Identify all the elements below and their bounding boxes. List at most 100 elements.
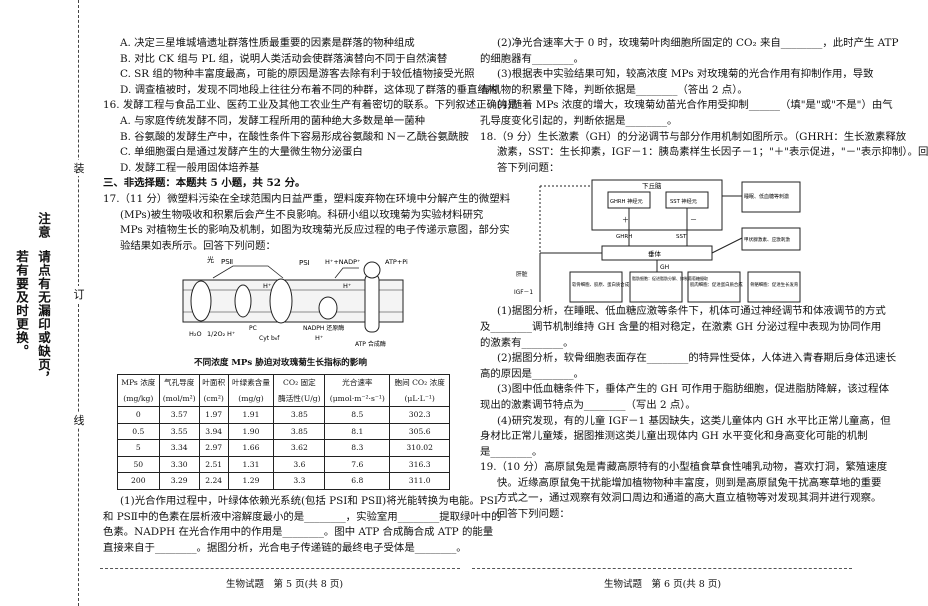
cut-line bbox=[78, 0, 79, 606]
th-conc: MPs 浓度(mg/kg) bbox=[117, 373, 160, 408]
q17-sub2-line2: 的细胞器有________。 bbox=[480, 52, 584, 65]
cut-mark-xian: 线 bbox=[72, 412, 86, 428]
q18-sub4-line3: 是________。 bbox=[480, 445, 543, 458]
footer-rule-right bbox=[472, 568, 852, 569]
mps-table: MPs 浓度(mg/kg) 气孔导度(mol/m²) 叶面积(cm²) 叶绿素含… bbox=[117, 373, 450, 491]
q15-option-a: A. 决定三星堆城墙遗址群落性质最重要的因素是群落的物种组成 bbox=[120, 37, 415, 49]
table-cell: 305.6 bbox=[389, 422, 450, 441]
table-cell: 0.5 bbox=[117, 422, 160, 441]
label-gh: GH bbox=[660, 264, 669, 271]
table-cell: 1.91 bbox=[227, 406, 275, 424]
table-cell: 3.85 bbox=[273, 406, 326, 424]
q15-option-d: D. 调查植被时，发现不同地段上往往分布着不同的种群，这体现了群落的垂直结构 bbox=[120, 83, 499, 96]
th-intercellular-co2-b: (μL·L⁻¹) bbox=[404, 393, 435, 403]
label-cyt: Cyt b₆f bbox=[259, 335, 280, 342]
table-cell: 2.51 bbox=[198, 455, 229, 474]
label-plus: ＋ bbox=[622, 216, 629, 224]
gh-regulation-diagram: 下丘脑 GHRH 神经元 SST 神经元 GHRH SST 垂体 GH 睡眠、低… bbox=[514, 179, 801, 303]
q17-sub1-line3: 色素。NADPH 在光合作用中的作用是________。图中 ATP 合成酶合成… bbox=[103, 526, 494, 539]
table-cell: 311.0 bbox=[389, 472, 450, 491]
label-box3: 肌肉细胞：促进蛋白质合成 bbox=[690, 281, 743, 288]
q16-option-d: D. 发酵工程一般用固体培养基 bbox=[120, 161, 260, 174]
label-box4: 骨骼细胞：促进生长发育 bbox=[750, 281, 799, 288]
th-leaf-area-b: (cm²) bbox=[203, 393, 224, 403]
left-column: A. 决定三星堆城墙遗址群落性质最重要的因素是群落的物种组成 B. 对比 CK … bbox=[103, 36, 518, 556]
q18-sub1-line2: 及________调节机制维持 GH 含量的相对稳定，在激素 GH 分泌过程中表… bbox=[480, 320, 882, 333]
q17-sub1-line4: 直接来自于________。据图分析，光合电子传递链的最终电子受体是______… bbox=[103, 541, 467, 554]
label-box1: 软骨细胞、胶原、蛋白质合成 bbox=[572, 281, 630, 288]
table-cell: 302.3 bbox=[389, 406, 450, 424]
q19-stem-2: 快。近缘高原鼠兔干扰能增加植物物种丰富度，则到是高原鼠兔干扰高寒草地的重要 bbox=[497, 476, 882, 489]
label-sst: SST bbox=[676, 234, 687, 240]
label-box2: 脂肪细胞：促进脂肪分解、抑制葡萄糖摄取 bbox=[632, 275, 708, 281]
table-cell: 3.34 bbox=[158, 439, 200, 457]
table-cell: 3.30 bbox=[158, 455, 200, 474]
label-hypothalamus: 下丘脑 bbox=[642, 181, 662, 190]
q18-stem-2: 激素，SST：生长抑素，IGF－1：胰岛素样生长因子－1；"＋"表示促进，"－"… bbox=[497, 146, 928, 159]
label-nadph-reductase: NADPH 还原酶 bbox=[303, 324, 344, 332]
label-h-1: H⁺ bbox=[263, 282, 271, 290]
table-cell: 3.57 bbox=[158, 406, 200, 424]
table-cell: 316.3 bbox=[389, 455, 450, 474]
label-water: H₂O bbox=[189, 330, 202, 338]
table-cell: 3.55 bbox=[158, 422, 200, 441]
th-conc-b: (mg/kg) bbox=[123, 393, 154, 403]
q18-sub1-line3: 的激素有________。 bbox=[480, 336, 574, 349]
binding-notice-line3: 若有要及时更换。 bbox=[14, 250, 29, 358]
q17-sub4-line1: (4)随着 MPs 浓度的增大，玫瑰菊幼苗光合作用受抑制______（填"是"或… bbox=[497, 99, 893, 112]
label-h-2: H⁺ bbox=[343, 282, 351, 290]
binding-notice-line1: 注意 bbox=[36, 212, 51, 239]
th-chlorophyll-a: 叶绿素含量 bbox=[232, 377, 270, 387]
table-cell: 8.3 bbox=[324, 439, 391, 457]
exam-page: 注意 请点有无漏印或缺页， 若有要及时更换。 装 订 线 A. 决定三星堆城墙遗… bbox=[14, 0, 928, 606]
q19-stem-4: 回答下列问题： bbox=[497, 508, 570, 521]
electron-transport-diagram: PSⅡ PSⅠ 光 H⁺+NADP⁺ ATP+Pi H⁺ H⁺ H₂O 1/2O… bbox=[182, 255, 408, 348]
q18-sub1-line1: (1)据图分析，在睡眠、低血糖应激等条件下，机体可通过神经调节和体液调节的方式 bbox=[497, 305, 886, 318]
th-photo-rate-b: (μmol·m⁻²·s⁻¹) bbox=[329, 393, 385, 403]
footer-left: 生物试题 第 5 页(共 8 页) bbox=[226, 579, 344, 590]
label-psi: PSⅠ bbox=[299, 259, 310, 267]
q18-stem-1: 18.（9 分）生长激素（GH）的分泌调节与部分作用机制如图所示。（GHRH：生… bbox=[480, 130, 907, 143]
table-cell: 6.8 bbox=[324, 472, 391, 491]
label-atp: ATP+Pi bbox=[385, 258, 408, 266]
table-cell: 7.6 bbox=[324, 455, 391, 474]
table-cell: 50 bbox=[117, 455, 160, 474]
label-h-3: H⁺ bbox=[227, 330, 235, 338]
th-chlorophyll-b: (mg/g) bbox=[238, 393, 264, 403]
section-heading: 三、非选择题：本题共 5 小题，共 52 分。 bbox=[103, 177, 306, 190]
table-caption: 不同浓度 MPs 胁迫对玫瑰菊生长指标的影响 bbox=[194, 358, 367, 369]
label-atp-synthase: ATP 合成酶 bbox=[355, 340, 386, 348]
q19-stem-1: 19.（10 分）高原鼠兔是青藏高原特有的小型植食草食性哺乳动物，喜欢打洞，繁殖… bbox=[480, 461, 888, 474]
cut-mark-zhuang: 装 bbox=[72, 160, 86, 176]
label-sst-neuron: SST 神经元 bbox=[670, 197, 697, 205]
table-cell: 310.02 bbox=[389, 439, 450, 457]
q18-sub2-line1: (2)据图分析，软骨细胞表面存在________的特异性受体，人体进入青春期后身… bbox=[497, 352, 897, 365]
table-cell: 3.62 bbox=[273, 439, 326, 457]
th-stomata: 气孔导度(mol/m²) bbox=[158, 373, 200, 408]
q18-sub4-line1: (4)研究发现，有的儿童 IGF－1 基因缺失，这类儿童体内 GH 水平比正常儿… bbox=[497, 414, 891, 427]
label-h-4: H⁺ bbox=[315, 334, 323, 342]
label-pc: PC bbox=[249, 325, 257, 332]
table-cell: 3.6 bbox=[273, 455, 326, 474]
table-cell: 5 bbox=[117, 439, 160, 457]
q18-sub2-line2: 高的原因是________。 bbox=[480, 367, 584, 380]
label-igf: IGF－1 bbox=[514, 290, 533, 296]
cut-mark-ding: 订 bbox=[72, 286, 86, 302]
th-co2-enzyme: CO₂ 固定酶活性(U/g) bbox=[273, 373, 326, 408]
q19-stem-3: 方式之一，通过观察有效洞口周边和通道的高大直立植物等对发现其洞并进行观察。 bbox=[497, 492, 882, 505]
q16-option-a: A. 与家庭传统发酵不同，发酵工程所用的菌种绝大多数是单一菌种 bbox=[120, 114, 426, 127]
label-stress: 甲状腺激素、应激刺激 bbox=[744, 236, 790, 243]
q17-sub3-line2: 有机物的积累量下降，判断依据是________（答出 2 点）。 bbox=[480, 83, 748, 96]
table-cell: 200 bbox=[117, 472, 160, 491]
table-cell: 1.29 bbox=[227, 472, 275, 491]
label-light: 光 bbox=[207, 255, 214, 264]
q18-sub4-line2: 身材比正常儿童矮，据图推测这类儿童出现体内 GH 水平变化和身高变化可能的机制 bbox=[480, 430, 868, 443]
q18-sub3-line1: (3)图中低血糖条件下，垂体产生的 GH 可作用于脂肪细胞，促进脂肪降解，该过程… bbox=[497, 383, 889, 396]
q17-sub1-line2: 和 PSⅡ中的色素在层析液中溶解度最小的是________，实验室用______… bbox=[103, 510, 502, 523]
q17-stem-4: 验结果如表所示。回答下列问题： bbox=[120, 239, 276, 252]
q17-sub4-line2: 孔导度变化引起的，判断依据是________。 bbox=[480, 114, 678, 127]
label-minus: － bbox=[690, 216, 697, 224]
